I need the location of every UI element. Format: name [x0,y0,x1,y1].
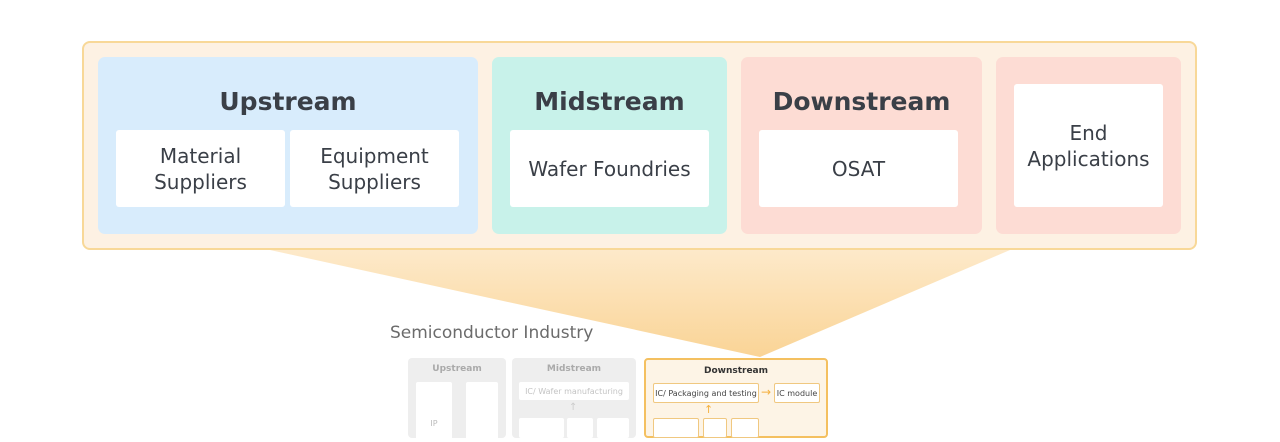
mini-upstream-card [466,382,498,442]
mini-wafer-card: IC/ Wafer manufacturing [519,382,629,400]
wafer-foundries-card: Wafer Foundries [510,130,709,207]
material-suppliers-card: Material Suppliers [116,130,285,207]
mini-ip-card: IP [416,382,452,442]
mini-downstream-title: Downstream [703,366,769,376]
mini-card [597,418,629,438]
mini-packaging-card: IC/ Packaging and testing [653,383,759,403]
mini-downstream: Downstream IC/ Packaging and testing → I… [644,358,828,438]
midstream-panel: Midstream Wafer Foundries [492,57,727,234]
zoom-funnel [270,250,1010,357]
upstream-title: Upstream [219,87,357,116]
arrow-up-icon: ↑ [704,403,714,416]
mini-card [731,418,759,438]
osat-card: OSAT [759,130,958,207]
downstream-title: Downstream [772,87,951,116]
mini-midstream: Midstream IC/ Wafer manufacturing ↑ [512,358,636,438]
midstream-title: Midstream [534,87,685,116]
mini-card [653,418,699,438]
arrow-right-icon: → [761,385,772,399]
mini-upstream-title: Upstream [432,364,482,374]
end-applications-panel: End Applications [996,57,1181,234]
mini-card [703,418,727,438]
downstream-panel: Downstream OSAT [741,57,982,234]
equipment-suppliers-card: Equipment Suppliers [290,130,459,207]
arrow-up-icon: ↑ [569,402,578,413]
mini-ic-module-card: IC module [774,383,820,403]
semiconductor-industry-title: Semiconductor Industry [390,323,594,343]
mini-card [567,418,593,438]
mini-midstream-title: Midstream [546,364,602,374]
upstream-panel: Upstream Material Suppliers Equipment Su… [98,57,478,234]
mini-card [519,418,564,438]
end-applications-card: End Applications [1014,84,1163,207]
mini-upstream: Upstream IP [408,358,506,442]
